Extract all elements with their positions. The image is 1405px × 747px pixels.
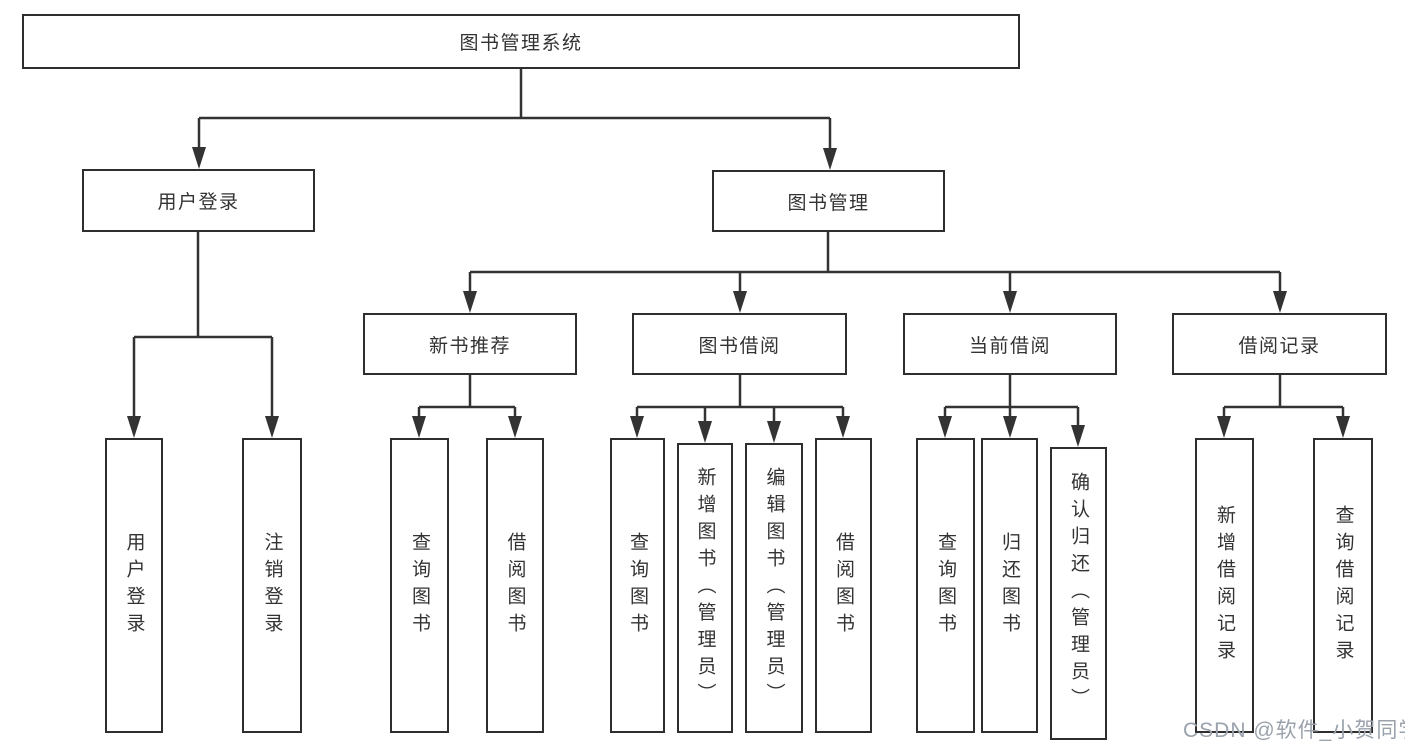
node-book-borrow-label: 图书借阅 [698,335,781,357]
node-book-management-label: 图书管理 [787,192,870,214]
watermark: CSDN @软件_小贺同学 [1183,719,1405,742]
node-user-login: 用户登录 [82,169,315,232]
arrowheads [127,147,1350,447]
node-borrow-records: 借阅记录 [1172,313,1387,375]
leaf-query-borrow-record-label: 查询借阅记录 [1332,504,1354,667]
node-user-login-label: 用户登录 [157,192,240,213]
leaf-add-borrow-record: 新增借阅记录 [1195,438,1254,733]
leaf-current-query-books: 查询图书 [916,438,975,733]
leaf-edit-books-admin-label: 编辑图书（管理员） [763,466,785,710]
leaf-return-books: 归还图书 [981,438,1038,733]
leaf-recommend-borrow-books: 借阅图书 [486,438,544,733]
node-borrow-records-label: 借阅记录 [1238,335,1321,357]
leaf-edit-books-admin: 编辑图书（管理员） [745,443,803,733]
node-new-book-recommend-label: 新书推荐 [428,335,511,357]
node-book-management: 图书管理 [712,170,945,232]
node-root: 图书管理系统 [22,14,1020,69]
leaf-borrow-books-label: 借阅图书 [833,531,854,640]
leaf-recommend-borrow-books-label: 借阅图书 [504,531,526,640]
leaf-user-login-label: 用户登录 [123,531,145,640]
leaf-borrow-books: 借阅图书 [815,438,872,733]
leaf-return-books-label: 归还图书 [999,531,1020,640]
leaf-add-borrow-record-label: 新增借阅记录 [1214,504,1235,667]
leaf-logout: 注销登录 [242,438,302,733]
leaf-user-login: 用户登录 [105,438,163,733]
node-current-borrow: 当前借阅 [903,313,1117,375]
leaf-logout-label: 注销登录 [261,531,283,640]
node-new-book-recommend: 新书推荐 [363,313,577,375]
leaf-confirm-return-admin-label: 确认归还（管理员） [1068,472,1089,715]
node-current-borrow-label: 当前借阅 [968,335,1051,357]
leaf-recommend-query-books: 查询图书 [390,438,449,733]
leaf-borrow-query-books: 查询图书 [610,438,665,733]
leaf-confirm-return-admin: 确认归还（管理员） [1050,447,1107,740]
leaf-recommend-query-books-label: 查询图书 [409,531,430,640]
leaf-add-books-admin-label: 新增图书（管理员） [694,466,716,710]
leaf-borrow-query-books-label: 查询图书 [627,531,648,640]
node-book-borrow: 图书借阅 [632,313,847,375]
node-root-label: 图书管理系统 [459,33,583,54]
leaf-query-borrow-record: 查询借阅记录 [1313,438,1373,733]
leaf-add-books-admin: 新增图书（管理员） [677,443,733,733]
leaf-current-query-books-label: 查询图书 [935,531,956,640]
